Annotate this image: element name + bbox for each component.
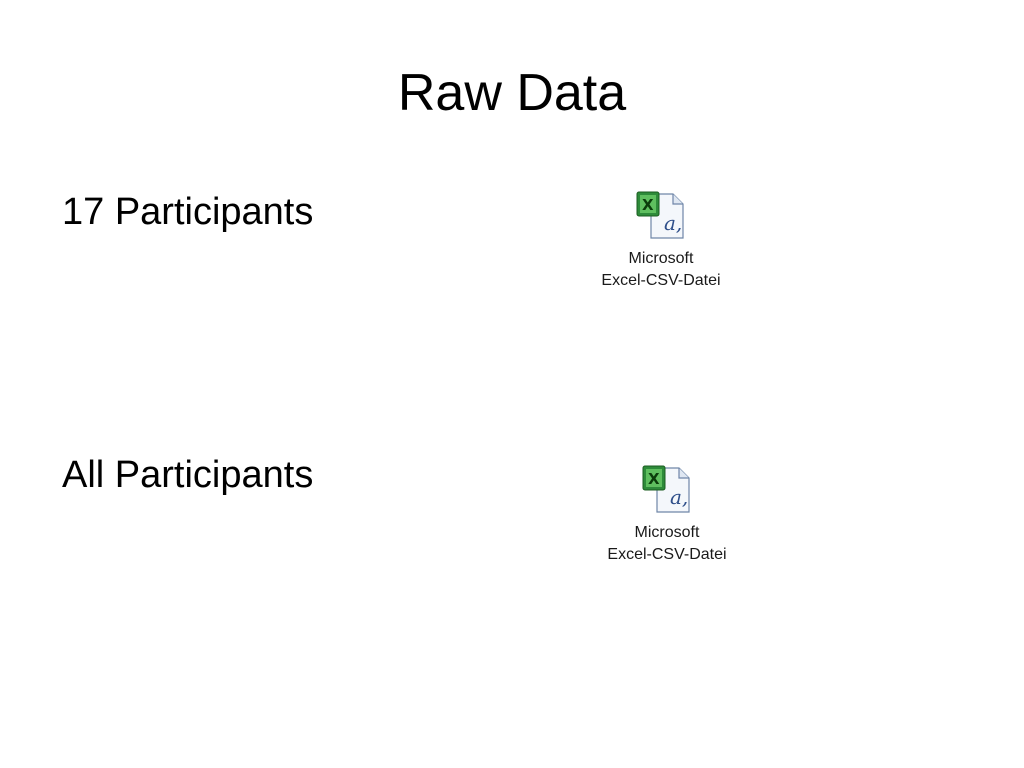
excel-csv-file-icon: a, X [642,465,690,513]
file-caption-line2: Excel-CSV-Datei [607,545,727,563]
file-caption: Microsoft Excel-CSV-Datei [592,522,742,565]
slide-title: Raw Data [397,64,627,122]
file-caption-line1: Microsoft [628,250,694,267]
file-caption-line1: Microsoft [634,524,700,541]
svg-text:X: X [642,196,654,214]
file-caption: Microsoft Excel-CSV-Datei [586,248,736,291]
svg-text:X: X [648,470,660,488]
svg-text:a,: a, [664,211,682,235]
svg-text:a,: a, [670,485,688,509]
file-caption-line2: Excel-CSV-Datei [601,271,721,289]
embedded-file-all-participants[interactable]: a, X Microsoft Excel-CSV-Datei [592,462,742,565]
excel-csv-file-icon: a, X [636,191,684,239]
row-label-all-participants: All Participants [62,454,314,496]
row-label-17-participants: 17 Participants [62,191,314,233]
embedded-file-17-participants[interactable]: a, X Microsoft Excel-CSV-Datei [586,188,736,291]
